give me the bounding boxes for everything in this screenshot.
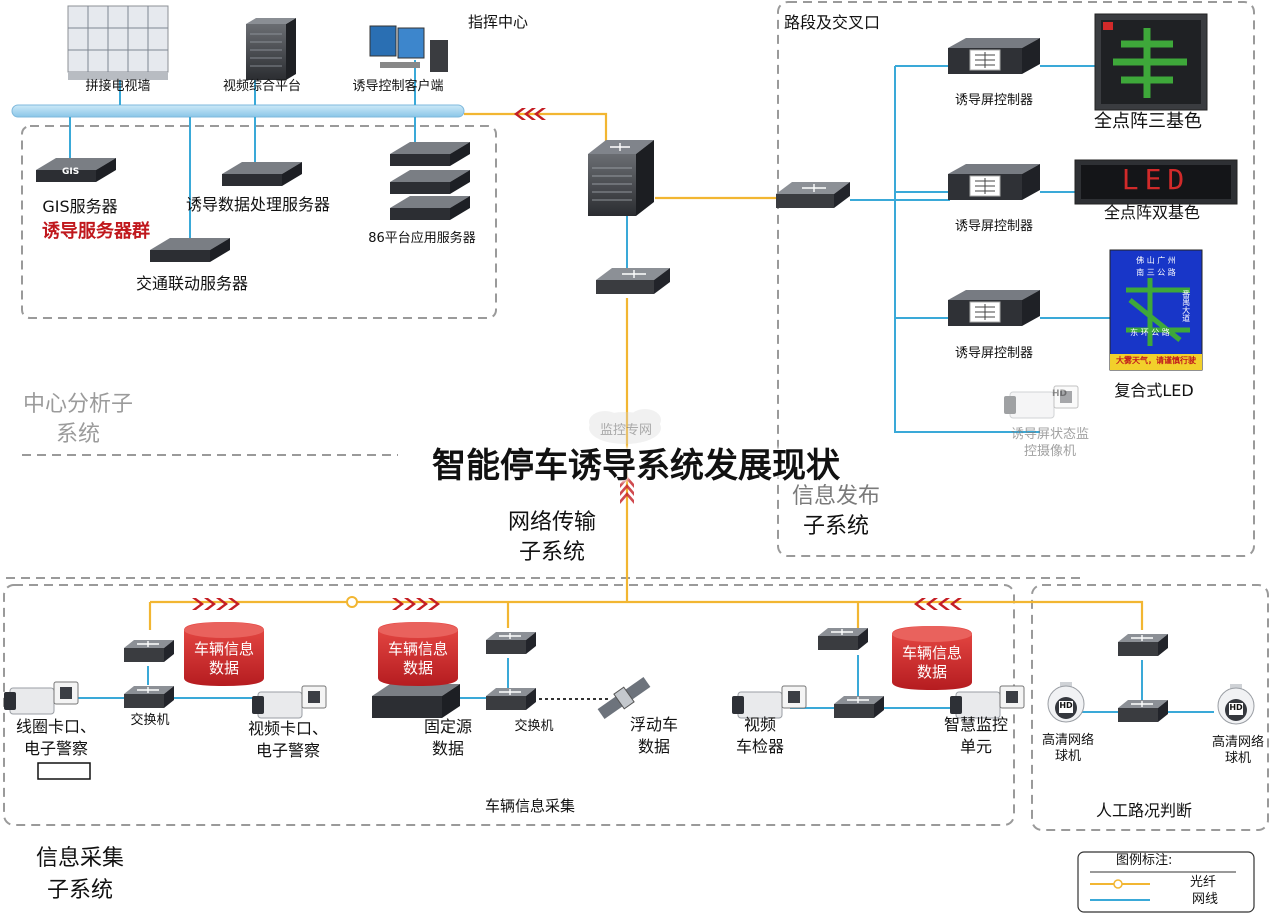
status-camera-chip: HD bbox=[1052, 389, 1068, 399]
gis-chip: GIS bbox=[62, 167, 80, 177]
map-side-text: 番禺大道 bbox=[1181, 290, 1191, 322]
floating-car-line2: 数据 bbox=[637, 737, 671, 756]
video-gate-line2: 电子警察 bbox=[255, 741, 321, 760]
data-server-label: 诱导数据处理服务器 bbox=[185, 195, 331, 214]
dome-camera-2-line1: 高清网络 bbox=[1211, 735, 1265, 750]
controller-label-1: 诱导屏控制器 bbox=[954, 93, 1034, 108]
switch-label-2: 交换机 bbox=[514, 719, 554, 734]
legend-title: 图例标注: bbox=[1116, 853, 1173, 868]
dome-chip-1: HD bbox=[1059, 701, 1073, 710]
legend-fiber: 光纤 bbox=[1190, 875, 1217, 890]
loop-gate-line1: 线圈卡口、 bbox=[15, 717, 97, 736]
floating-car-line1: 浮动车 bbox=[629, 715, 679, 734]
traffic-server-label: 交通联动服务器 bbox=[135, 274, 249, 293]
center-subsystem-line1: 中心分析子 bbox=[22, 392, 134, 417]
status-camera-line2: 控摄像机 bbox=[1023, 444, 1077, 459]
controller-label-3: 诱导屏控制器 bbox=[954, 346, 1034, 361]
dome-camera-1-line2: 球机 bbox=[1054, 749, 1082, 764]
vehicle-info-badge-2-line1: 车辆信息 bbox=[387, 640, 449, 658]
road-section-title: 路段及交叉口 bbox=[784, 13, 881, 32]
fixed-source-line2: 数据 bbox=[431, 739, 465, 758]
overlay-title: 智能停车诱导系统发展现状 bbox=[432, 446, 840, 486]
vehicle-info-badge-1-line2: 数据 bbox=[208, 659, 240, 677]
collection-subsystem-line1: 信息采集 bbox=[35, 846, 125, 871]
video-platform-label: 视频综合平台 bbox=[222, 79, 302, 94]
map-road2-text: 东 环 公 路 bbox=[1130, 328, 1170, 337]
video-gate-line1: 视频卡口、 bbox=[247, 719, 329, 738]
network-subsystem-line1: 网络传输 bbox=[507, 510, 597, 535]
video-detector-line1: 视频 bbox=[743, 715, 777, 734]
manual-title: 人工路况判断 bbox=[1095, 801, 1193, 820]
command-center-title: 指挥中心 bbox=[468, 13, 529, 31]
platform-server-label: 86平台应用服务器 bbox=[368, 231, 476, 246]
vehicle-info-badge-3-line1: 车辆信息 bbox=[901, 644, 963, 662]
server-group-name: 诱导服务器群 bbox=[42, 221, 150, 242]
legend-cable: 网线 bbox=[1192, 892, 1219, 907]
status-camera-line1: 诱导屏状态监 bbox=[1010, 427, 1090, 442]
vehicle-info-badge-2-line2: 数据 bbox=[402, 659, 434, 677]
info-publish-line1: 信息发布 bbox=[791, 484, 881, 509]
guidance-client-label: 诱导控制客户端 bbox=[352, 79, 444, 94]
collection-title: 车辆信息采集 bbox=[484, 797, 576, 815]
monitor-net-label: 监控专网 bbox=[599, 423, 653, 438]
smart-monitor-line2: 单元 bbox=[959, 737, 993, 756]
loop-gate-line2: 电子警察 bbox=[23, 739, 89, 758]
switch-label-1: 交换机 bbox=[130, 713, 170, 728]
map-footer-text: 大雾天气，请谨慎行驶 bbox=[1116, 356, 1196, 365]
map-road1-text: 南 三 公 路 bbox=[1136, 268, 1176, 277]
fixed-source-line1: 固定源 bbox=[423, 717, 473, 736]
dome-camera-1-line1: 高清网络 bbox=[1041, 733, 1095, 748]
controller-label-2: 诱导屏控制器 bbox=[954, 219, 1034, 234]
map-top-text: 佛 山 广 州 bbox=[1136, 256, 1176, 265]
screen-composite-label: 复合式LED bbox=[1114, 381, 1194, 400]
dome-camera-2-line2: 球机 bbox=[1224, 751, 1252, 766]
collection-subsystem-line2: 子系统 bbox=[46, 878, 114, 903]
dome-chip-2: HD bbox=[1229, 703, 1243, 712]
led-screen-text: LED bbox=[1121, 163, 1191, 196]
network-subsystem-line2: 子系统 bbox=[518, 540, 586, 565]
smart-monitor-line1: 智慧监控 bbox=[943, 715, 1009, 734]
vehicle-info-badge-1-line1: 车辆信息 bbox=[193, 640, 255, 658]
gis-server-label: GIS服务器 bbox=[42, 197, 118, 216]
video-wall-label: 拼接电视墙 bbox=[85, 79, 151, 94]
info-publish-line2: 子系统 bbox=[802, 514, 870, 539]
center-subsystem-line2: 系统 bbox=[55, 422, 101, 447]
screen-bicolor-label: 全点阵双基色 bbox=[1103, 203, 1201, 222]
screen-tricolor-label: 全点阵三基色 bbox=[1094, 111, 1202, 132]
vehicle-info-badge-3-line2: 数据 bbox=[916, 663, 948, 681]
video-detector-line2: 车检器 bbox=[735, 737, 785, 756]
